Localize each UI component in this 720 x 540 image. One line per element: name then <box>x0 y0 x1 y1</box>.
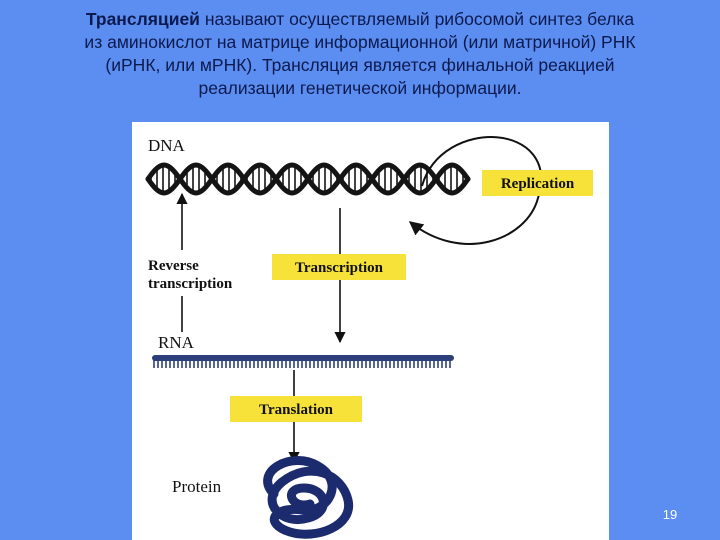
dna-strand-2 <box>145 162 471 196</box>
replication-box <box>482 170 593 196</box>
dna-label: DNA <box>148 136 186 155</box>
text-line-3: (иРНК, или мРНК). Трансляция является фи… <box>105 55 615 75</box>
transcription-label: Transcription <box>295 260 384 276</box>
term-translation: Трансляцией <box>85 9 200 29</box>
translation-box <box>230 396 362 422</box>
transcription-box <box>272 254 406 280</box>
rna-label: RNA <box>158 333 195 352</box>
rna-strand <box>152 355 454 368</box>
dna-double-helix <box>145 162 471 196</box>
protein-coil-icon <box>263 456 354 539</box>
slide-text: Трансляцией называют осуществляемый рибо… <box>30 8 690 100</box>
central-dogma-figure: DNA Replication Reverse transcription Tr… <box>132 122 609 540</box>
page-number: 19 <box>662 507 678 522</box>
reverse-label-line-2: transcription <box>148 276 233 292</box>
reverse-label-line-1: Reverse <box>148 258 199 274</box>
text-line-1-rest: называют осуществляемый рибосомой синтез… <box>199 9 635 29</box>
protein-coil-path <box>263 456 354 539</box>
translation-label: Translation <box>259 402 334 418</box>
protein-label: Protein <box>172 477 222 496</box>
text-line-2: из аминокислот на матрице информационной… <box>84 32 636 52</box>
text-line-4: реализации генетической информации. <box>198 78 522 98</box>
text-line-1: Трансляцией называют осуществляемый рибо… <box>30 8 690 31</box>
central-dogma-diagram: DNA Replication Reverse transcription Tr… <box>145 136 593 539</box>
replication-label: Replication <box>501 176 575 192</box>
